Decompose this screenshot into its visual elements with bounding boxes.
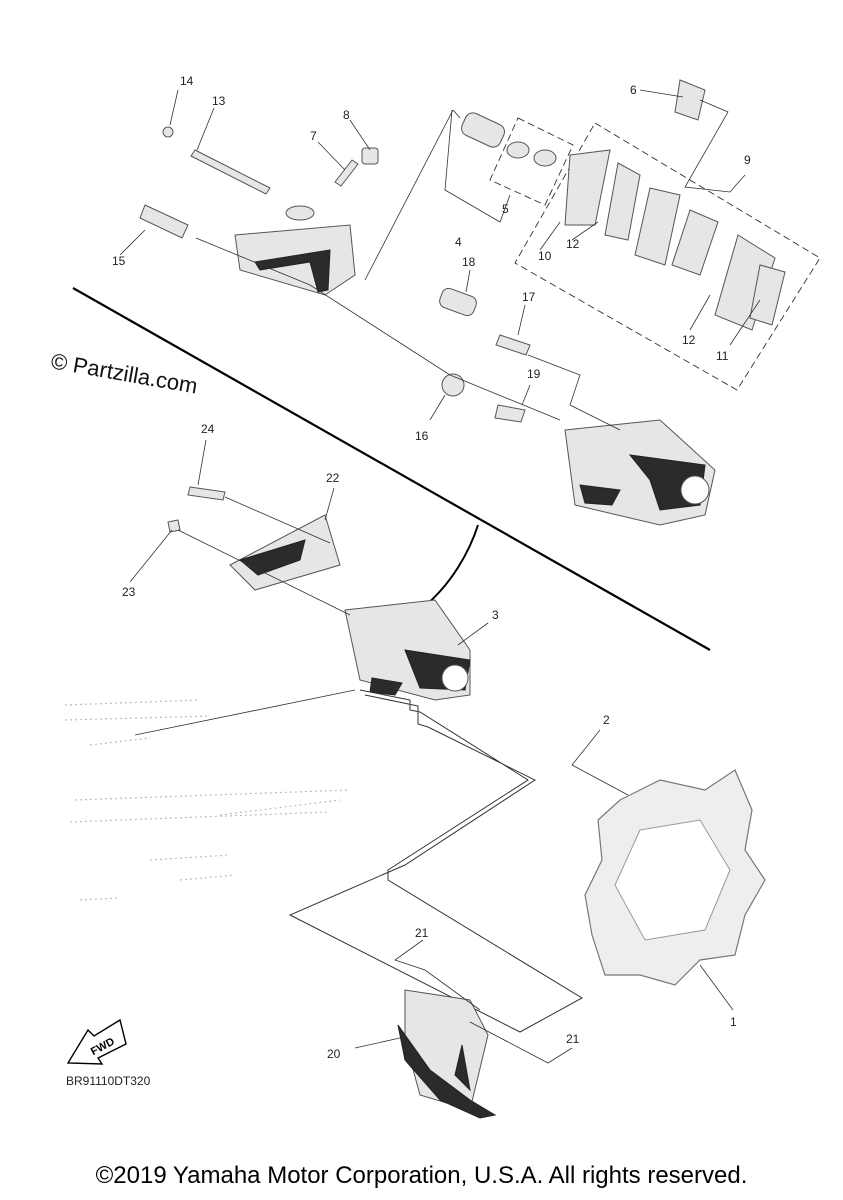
callout-21a: 21 xyxy=(415,926,429,940)
callout-2: 2 xyxy=(603,713,610,727)
callout-5: 5 xyxy=(502,202,509,216)
partzilla-watermark: © Partzilla.com xyxy=(49,348,199,398)
callout-18: 18 xyxy=(462,255,476,269)
pad-pin-part xyxy=(190,149,271,195)
callout-15: 15 xyxy=(112,254,126,268)
callout-19: 19 xyxy=(527,367,541,381)
bushing-part-15 xyxy=(139,204,189,239)
callout-1: 1 xyxy=(730,1015,737,1029)
callout-leader-lines xyxy=(119,89,761,1064)
callout-14: 14 xyxy=(180,74,194,88)
cap-part-19 xyxy=(494,404,526,423)
rear-caliper-part xyxy=(344,599,471,701)
bolt-part-8 xyxy=(361,147,379,165)
caliper-assembly-part xyxy=(564,419,716,526)
callout-22: 22 xyxy=(326,471,340,485)
caliper-link-curve xyxy=(419,524,479,611)
ghost-hose-outline xyxy=(64,699,351,901)
callout-6: 6 xyxy=(630,83,637,97)
callout-3: 3 xyxy=(492,608,499,622)
callout-7: 7 xyxy=(310,129,317,143)
plug-part-14 xyxy=(162,126,174,138)
piston-part xyxy=(461,112,505,148)
callout-11: 11 xyxy=(716,349,729,363)
pad-clip-part xyxy=(674,79,706,121)
ball-part-16 xyxy=(441,373,465,397)
copyright-notice: ©2019 Yamaha Motor Corporation, U.S.A. A… xyxy=(95,1162,748,1189)
callout-4: 4 xyxy=(455,235,462,249)
pad-kit-box xyxy=(514,122,821,391)
callout-17: 17 xyxy=(522,290,536,304)
callout-8: 8 xyxy=(343,108,350,122)
collar-part-18 xyxy=(439,287,477,317)
brake-pedal-guard-part xyxy=(397,989,497,1119)
callout-12b: 12 xyxy=(682,333,696,347)
bolt-part-17 xyxy=(495,334,531,356)
callout-10: 10 xyxy=(538,249,552,263)
callout-16: 16 xyxy=(415,429,429,443)
seal-kit-box xyxy=(489,117,574,206)
bolt-part-23 xyxy=(167,519,181,533)
brake-hose-line xyxy=(288,689,583,1033)
bolt-part-24 xyxy=(187,486,226,501)
callout-21b: 21 xyxy=(566,1032,580,1046)
callout-24: 24 xyxy=(201,422,215,436)
bolt-part-7 xyxy=(334,159,359,187)
forward-direction-arrow-icon: FWD xyxy=(66,1018,127,1065)
seal-part xyxy=(506,141,557,167)
brake-pad-parts xyxy=(564,149,786,331)
section-divider-line xyxy=(72,287,711,651)
upper-caliper-part xyxy=(234,205,356,296)
callout-9: 9 xyxy=(744,153,751,167)
callout-23: 23 xyxy=(122,585,136,599)
drawing-code: BR91110DT320 xyxy=(66,1074,151,1088)
caliper-bracket-part xyxy=(229,514,341,591)
brake-disc-part xyxy=(584,769,766,986)
callout-20: 20 xyxy=(327,1047,341,1061)
callout-12a: 12 xyxy=(566,237,580,251)
callout-13: 13 xyxy=(212,94,226,108)
